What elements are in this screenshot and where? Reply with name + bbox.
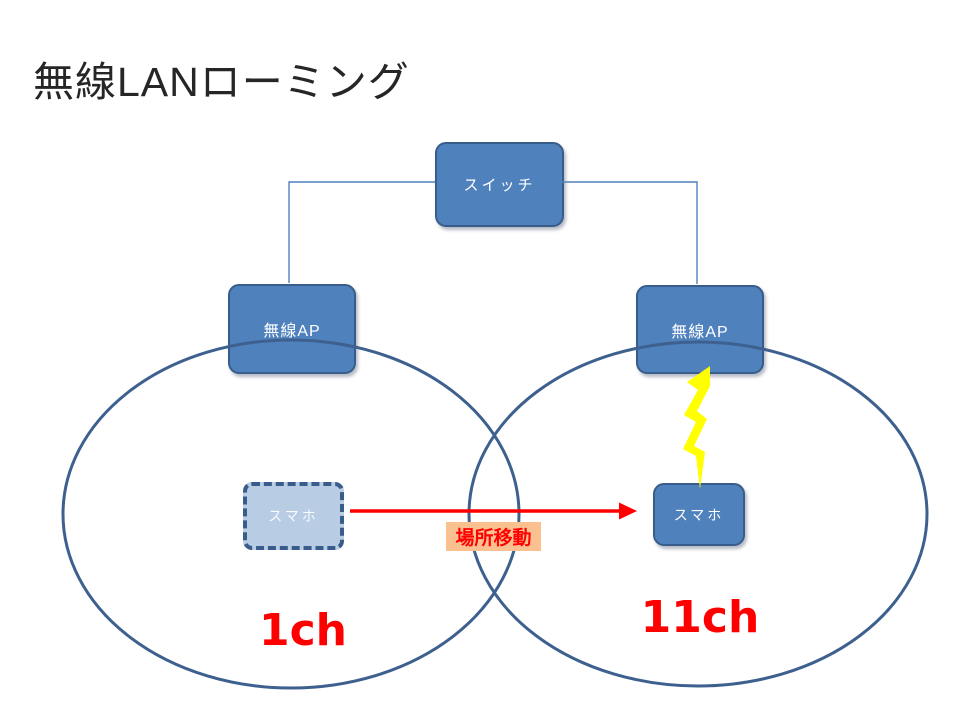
smartphone-before-label: スマホ <box>268 508 319 524</box>
smartphone-before-move-node: スマホ <box>243 482 344 550</box>
wireless-ap-right-label: 無線AP <box>671 323 729 341</box>
wireless-ap-left-node: 無線AP <box>228 284 356 374</box>
switch-label: スイッチ <box>463 177 536 194</box>
location-move-label: 場所移動 <box>446 522 541 551</box>
smartphone-after-label: スマホ <box>673 506 725 523</box>
wireless-ap-right-node: 無線AP <box>636 285 764 374</box>
switch-node: スイッチ <box>435 142 564 227</box>
slide-title: 無線LANローミング <box>33 59 410 105</box>
channel-1ch-label: 1ch <box>258 605 348 656</box>
wireless-ap-left-label: 無線AP <box>263 323 321 340</box>
connector-switch-to-right-ap <box>561 181 698 284</box>
movement-arrow-head-icon <box>619 502 637 520</box>
channel-11ch-label: 11ch <box>640 592 760 643</box>
lightning-bolt-icon <box>683 366 710 489</box>
connector-switch-to-left-ap <box>288 181 435 283</box>
smartphone-after-move-node: スマホ <box>653 483 745 546</box>
